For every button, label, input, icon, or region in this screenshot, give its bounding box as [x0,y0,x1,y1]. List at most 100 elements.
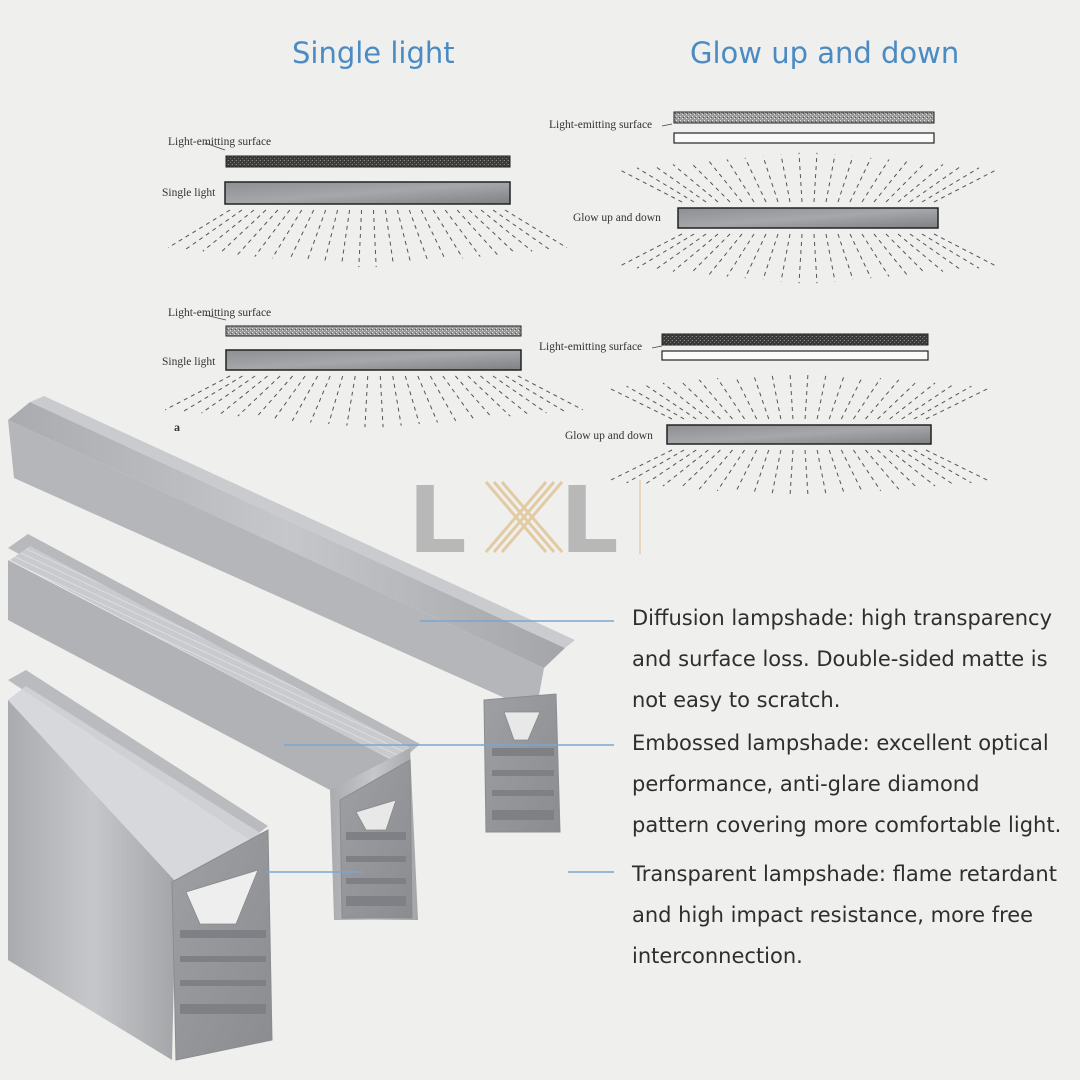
diagram-c-emitting-surface [225,325,522,337]
light-ray [644,384,697,420]
light-ray [654,233,707,271]
light-ray [372,209,377,268]
light-ray [328,375,344,425]
light-ray [753,449,770,495]
light-ray [771,373,782,420]
diagram-b-surface-label: Light-emitting surface [549,119,653,131]
light-ray [346,375,356,426]
diagram-c-surface-label: Light-emitting surface [168,307,272,319]
light-ray [789,449,794,498]
light-ray [813,152,818,203]
diagram-a-light-label: Single light [162,187,216,199]
light-ray [789,371,794,420]
logo-bar [639,480,641,554]
light-ray [909,233,962,271]
heading-glow-up-and-down: Glow up and down [690,36,960,70]
light-ray [468,209,516,254]
lxl-logo: L L [408,478,641,556]
profile-diffusion [8,396,575,833]
light-ray [626,449,685,484]
light-ray [726,159,755,203]
light-ray [837,233,854,280]
light-ray [480,375,529,415]
light-ray [889,382,936,420]
light-ray [716,449,745,492]
light-ray [309,375,331,423]
light-ray [420,209,446,261]
description-embossed-lampshade: Embossed lampshade: excellent optical pe… [632,731,1062,837]
light-ray [273,375,306,420]
light-ray [662,382,709,420]
light-ray [444,209,481,257]
light-ray [404,375,420,425]
light-ray [837,156,854,203]
diagram-a-emitting-surface [225,155,511,168]
diagram-d-emitting-surface-top [661,333,929,346]
diagram-b-emitting-surface-top [673,111,935,124]
diagram-d-light-label: Glow up and down [565,430,653,442]
diagram-b-light-body [677,207,939,229]
light-ray [825,154,836,203]
light-ray [636,167,695,203]
light-ray [813,233,818,284]
light-ray [183,375,243,412]
light-ray [608,449,673,482]
light-ray [456,209,498,256]
diagram-c [164,314,584,428]
light-ray [408,209,429,262]
light-ray [716,377,745,420]
light-ray [771,449,782,496]
light-ray [504,209,568,249]
light-ray [744,233,767,279]
light-ray [455,375,493,419]
diagram-b-rays [618,152,998,284]
light-ray [392,375,402,426]
light-ray [877,381,918,420]
light-ray [618,169,683,203]
light-ray [744,157,767,203]
diagram-c-marker: a [174,420,180,434]
light-ray [840,449,863,493]
light-ray [662,449,709,487]
light-ray [909,165,962,203]
light-ray [925,449,990,482]
light-ray [644,449,697,485]
light-ray [698,449,733,490]
light-ray [237,375,281,417]
light-ray [753,374,770,420]
logo-letter-right: L [560,478,619,556]
light-ray [517,375,584,411]
light-ray [780,233,791,282]
light-ray [853,449,882,492]
light-ray [828,374,845,420]
diagram-b [618,111,998,284]
logo-x-mark [484,481,564,553]
light-ray [432,209,464,259]
light-ray [780,154,791,203]
diagram-c-light-label: Single light [162,356,216,368]
light-ray [840,376,863,420]
heading-single-light: Single light [292,36,455,70]
diagram-c-rays [164,375,584,428]
light-ray [492,209,550,250]
light-ray [762,156,779,203]
light-ray [306,209,327,262]
diagram-a-rays [167,209,568,268]
light-ray [921,167,980,203]
diagram-d [608,333,990,498]
light-ray [853,377,882,420]
light-ray [396,209,412,264]
light-ray [861,233,890,277]
light-ray [921,233,980,269]
light-ray [762,233,779,280]
diagram-a [167,142,568,268]
light-ray [726,233,755,277]
diagram-d-surface-label: Light-emitting surface [539,341,643,353]
light-ray [798,152,803,203]
light-ray [185,209,243,250]
light-ray [167,209,231,249]
light-ray [913,385,972,420]
light-ray [672,164,719,203]
light-ray [804,371,809,420]
